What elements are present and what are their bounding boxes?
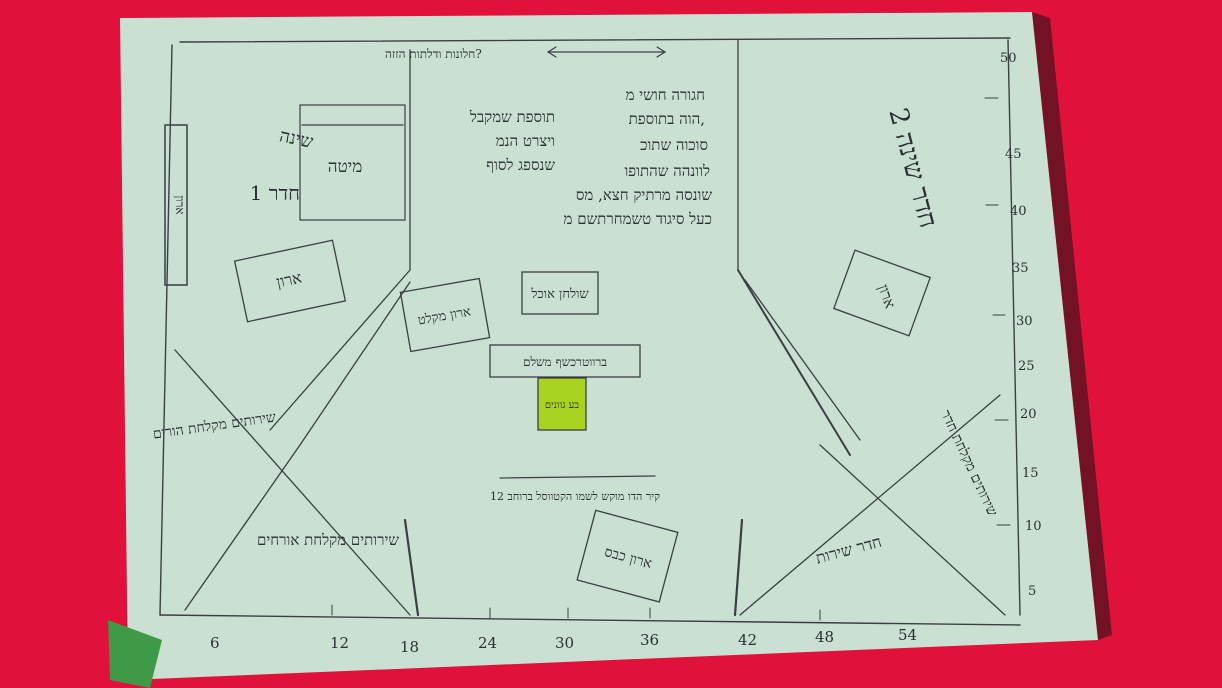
y-tick: 45 (1005, 147, 1022, 162)
x-axis-labels: 6 12 18 24 30 36 42 48 54 (210, 626, 917, 656)
note-line-9: כעל סיגוד טשמחרתשם מ (564, 210, 712, 228)
top-title: חלונות ודלתות הזזה? (385, 47, 482, 61)
note-line-2: ויצרט הנמ (496, 132, 555, 150)
cabinet-label: ארון מקלט (417, 304, 473, 328)
bedroom-1-top-label: שינה (278, 125, 316, 153)
x-tick: 12 (330, 634, 349, 652)
y-axis-labels: 5 10 15 20 25 30 35 40 45 50 (1000, 51, 1042, 599)
paper-fold (108, 620, 162, 688)
paper-sheet (120, 12, 1098, 680)
note-line-6: סוכוה שתוכ (640, 136, 708, 154)
x-tick: 18 (400, 638, 419, 656)
left-bath-label: שירותים מקלחת הורים (152, 409, 277, 442)
highlight-box (537, 377, 587, 431)
y-tick: 10 (1025, 519, 1042, 534)
laundry-closet-label: ארון כבס (603, 544, 654, 572)
note-line-5: הוה בתוספת, (629, 110, 705, 128)
right-bath-label: שירותים מקלחת חדר (937, 408, 1000, 519)
y-tick: 20 (1020, 407, 1037, 422)
paper-shadow (1032, 12, 1112, 640)
x-tick: 54 (898, 626, 917, 644)
x-tick: 48 (815, 628, 834, 646)
dining-table-box (521, 271, 599, 315)
left-storage-label: ארון (173, 195, 187, 214)
x-tick: 42 (738, 631, 757, 649)
table-top-label: שולחן אוכל (530, 287, 589, 302)
center-note: קיר הדו מוקש לשמו הקטווסל ברוחב 12 (490, 490, 660, 503)
y-tick: 15 (1022, 466, 1039, 481)
x-tick: 6 (210, 634, 220, 652)
note-line-1: תוספת שמקבל (469, 108, 555, 126)
floor-plan-lines (159, 37, 1021, 626)
note-line-8: שונסה מרתיק חצא, מס (576, 186, 712, 204)
y-tick: 30 (1016, 314, 1033, 329)
bedroom-1-label: חדר 1 (250, 181, 300, 205)
y-tick: 50 (1000, 51, 1017, 66)
right-room-label: חדר שירות (814, 532, 884, 568)
x-tick: 36 (640, 631, 659, 649)
bedroom-2-label: חדר שינה 2 (882, 105, 943, 231)
bed-label: מיטה (328, 157, 363, 177)
x-tick: 24 (478, 634, 497, 652)
cabinet-box (399, 277, 491, 353)
note-line-3: שנספג לסוף (486, 156, 555, 174)
y-tick: 25 (1018, 359, 1035, 374)
lower-left-bath-label: שירותים מקלחת אורחים (257, 531, 399, 549)
closet-right-box (832, 249, 932, 337)
note-line-4: חגורה חושי מ (626, 86, 705, 104)
x-tick: 30 (555, 634, 574, 652)
y-tick: 40 (1010, 204, 1027, 219)
bar-label: ברווטרכשף משלם (523, 355, 607, 369)
closet-left-box (233, 239, 347, 323)
highlight-label: בע גוונים (545, 400, 579, 411)
y-tick: 35 (1012, 261, 1029, 276)
y-tick: 5 (1028, 584, 1036, 599)
right-closet-label: ארון (874, 282, 899, 311)
left-closet-label: ארון (274, 268, 303, 292)
bar-box (489, 344, 641, 378)
note-line-7: לוונהה שהתופו (624, 162, 710, 180)
laundry-closet-box (576, 509, 679, 603)
